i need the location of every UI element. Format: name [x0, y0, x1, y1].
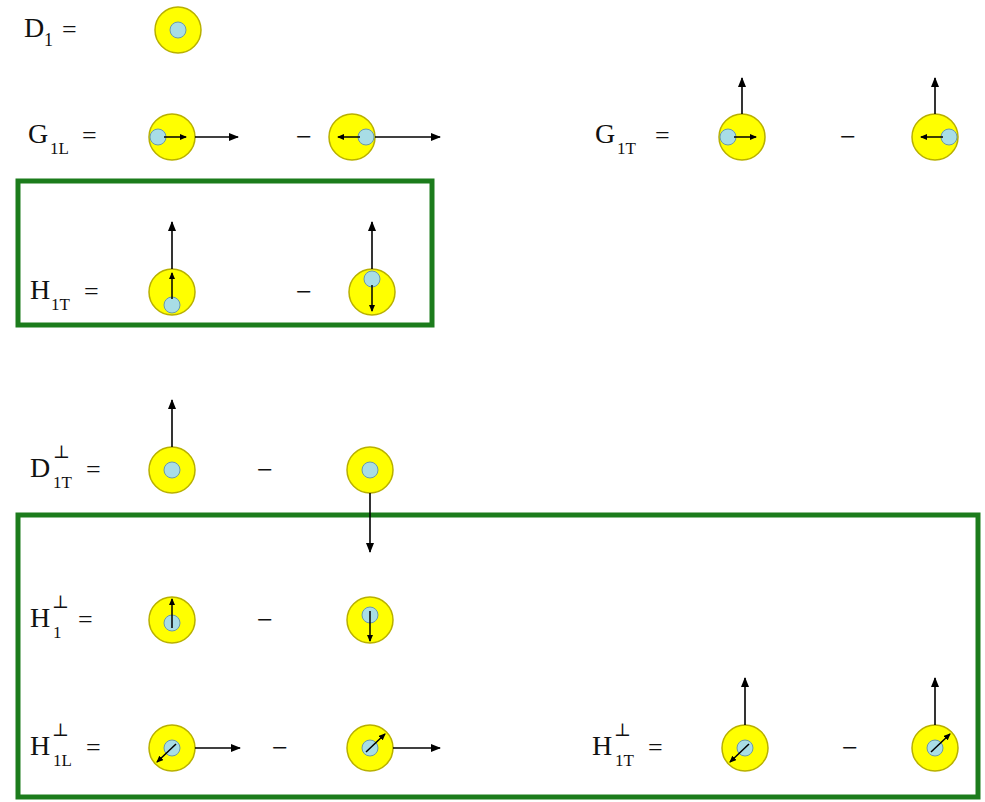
- subscript: 1L: [53, 752, 72, 769]
- hadron-circle: [347, 447, 393, 493]
- subscript: 1T: [617, 140, 636, 157]
- spin-arrow: [157, 744, 176, 762]
- superscript: ⊥: [53, 443, 70, 461]
- minus-sign: −: [296, 278, 312, 306]
- subscript: 1: [44, 31, 53, 49]
- hadron-spin-arrow: [171, 400, 173, 447]
- hadron-spin-arrow: [369, 493, 371, 552]
- hadron-circle: [347, 725, 393, 771]
- equals-sign: =: [84, 279, 99, 305]
- equals-sign: =: [62, 17, 77, 43]
- hadron-spin-arrow: [744, 678, 746, 725]
- quark-dot: [164, 297, 180, 313]
- spin-arrow: [164, 136, 186, 138]
- subscript: 1T: [53, 474, 72, 491]
- equals-sign: =: [648, 735, 663, 761]
- spin-arrow: [921, 136, 943, 138]
- minus-sign: −: [842, 734, 858, 762]
- highlight-frame: [18, 515, 978, 797]
- quark-dot: [170, 22, 186, 38]
- hadron-circle: [329, 114, 375, 160]
- highlight-frame: [18, 181, 432, 325]
- function-symbol: H: [592, 732, 612, 760]
- hadron-spin-arrow: [934, 78, 936, 114]
- spin-arrow: [730, 744, 749, 762]
- function-symbol: D: [24, 14, 44, 42]
- hadron-spin-arrow: [934, 678, 936, 725]
- hadron-circle: [912, 725, 958, 771]
- equals-sign: =: [78, 607, 93, 633]
- hadron-circle: [149, 725, 195, 771]
- hadron-circle: [149, 114, 195, 160]
- hadron-circle: [149, 597, 195, 643]
- minus-sign: −: [840, 123, 856, 151]
- function-symbol: G: [595, 120, 615, 148]
- function-symbol: H: [30, 732, 50, 760]
- hadron-spin-arrow: [375, 136, 440, 138]
- hadron-circle: [347, 597, 393, 643]
- spin-arrow: [338, 136, 360, 138]
- hadron-circle: [722, 725, 768, 771]
- minus-sign: −: [296, 123, 312, 151]
- hadron-spin-arrow: [393, 747, 440, 749]
- quark-dot: [720, 129, 736, 145]
- equals-sign: =: [86, 735, 101, 761]
- superscript: ⊥: [614, 721, 631, 739]
- hadron-spin-arrow: [171, 222, 173, 269]
- hadron-circle: [719, 114, 765, 160]
- function-symbol: D: [30, 454, 50, 482]
- subscript: 1: [53, 624, 62, 641]
- superscript: ⊥: [52, 593, 69, 611]
- spin-arrow: [371, 285, 373, 311]
- spin-arrow: [171, 599, 173, 628]
- hadron-spin-arrow: [195, 747, 240, 749]
- function-symbol: G: [28, 120, 48, 148]
- hadron-spin-arrow: [195, 136, 238, 138]
- hadron-spin-arrow: [741, 78, 743, 114]
- equals-sign: =: [655, 123, 670, 149]
- hadron-circle: [349, 269, 395, 315]
- minus-sign: −: [257, 606, 273, 634]
- hadron-circle: [912, 114, 958, 160]
- function-symbol: H: [30, 604, 50, 632]
- equals-sign: =: [82, 123, 97, 149]
- quark-dot: [362, 462, 378, 478]
- subscript: 1T: [51, 296, 70, 313]
- hadron-spin-arrow: [371, 222, 373, 269]
- minus-sign: −: [272, 734, 288, 762]
- equals-sign: =: [86, 457, 101, 483]
- minus-sign: −: [257, 456, 273, 484]
- quark-dot: [358, 129, 374, 145]
- spin-arrow: [369, 611, 371, 641]
- quark-dot: [164, 462, 180, 478]
- spin-arrow: [171, 273, 173, 299]
- spin-arrow: [931, 734, 950, 752]
- spin-arrow: [734, 136, 756, 138]
- spin-arrow: [366, 734, 385, 752]
- superscript: ⊥: [52, 721, 69, 739]
- quark-dot: [941, 129, 957, 145]
- subscript: 1T: [615, 752, 634, 769]
- hadron-circle: [155, 7, 201, 53]
- hadron-circle: [149, 269, 195, 315]
- quark-dot: [364, 271, 380, 287]
- hadron-circle: [149, 447, 195, 493]
- subscript: 1L: [50, 140, 69, 157]
- function-symbol: H: [30, 276, 50, 304]
- quark-dot: [150, 129, 166, 145]
